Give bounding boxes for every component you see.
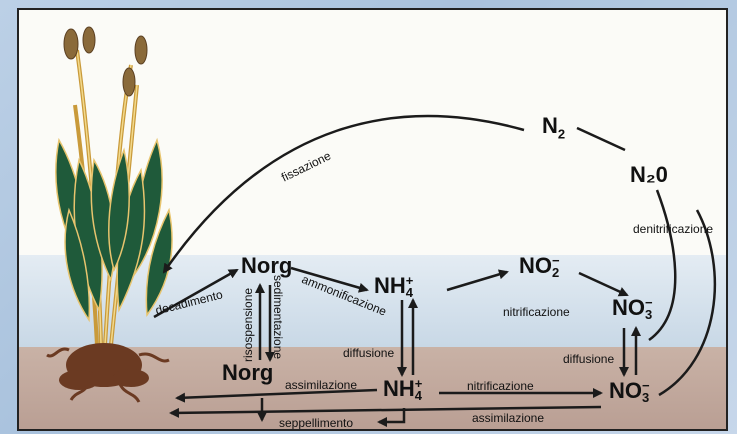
label-diffusione-nh4: diffusione bbox=[343, 346, 394, 360]
label-sedimentazione: sedimentazione bbox=[271, 275, 285, 359]
label-nitrificazione-water: nitrificazione bbox=[503, 305, 570, 319]
arrow-nh4-no2 bbox=[447, 272, 507, 290]
species-nh4-water: NH+4 bbox=[374, 273, 413, 299]
species-no2: NO−2 bbox=[519, 253, 560, 279]
diagram-frame: N2 N₂0 Norg NH+4 NO−2 NO−3 Norg NH+4 NO−… bbox=[17, 8, 728, 431]
species-no3-sed: NO−3 bbox=[609, 378, 650, 404]
label-diffusione-no3: diffusione bbox=[563, 352, 614, 366]
label-denitrificazione: denitrificazione bbox=[633, 222, 713, 236]
diagram-svg bbox=[19, 10, 728, 431]
line-no3sed-denitrificazione bbox=[659, 210, 715, 395]
label-assimilazione-no3: assimilazione bbox=[472, 411, 544, 425]
label-risospensione: risospensione bbox=[241, 288, 255, 362]
arrow-fissazione bbox=[164, 116, 524, 272]
label-nitrificazione-sed: nitrificazione bbox=[467, 379, 534, 393]
species-n2: N2 bbox=[542, 113, 565, 141]
line-n2o-denitrificazione bbox=[649, 190, 675, 340]
line-n2-n2o bbox=[577, 128, 625, 150]
label-seppellimento: seppellimento bbox=[279, 416, 353, 430]
plant-illustration bbox=[47, 27, 172, 402]
species-norg-sed: Norg bbox=[222, 360, 273, 386]
label-assimilazione-nh4: assimilazione bbox=[285, 378, 357, 392]
species-n2o: N₂0 bbox=[630, 162, 668, 188]
species-no3-water: NO−3 bbox=[612, 295, 653, 321]
arrow-no2-no3 bbox=[579, 273, 627, 295]
species-nh4-sed: NH+4 bbox=[383, 376, 422, 402]
